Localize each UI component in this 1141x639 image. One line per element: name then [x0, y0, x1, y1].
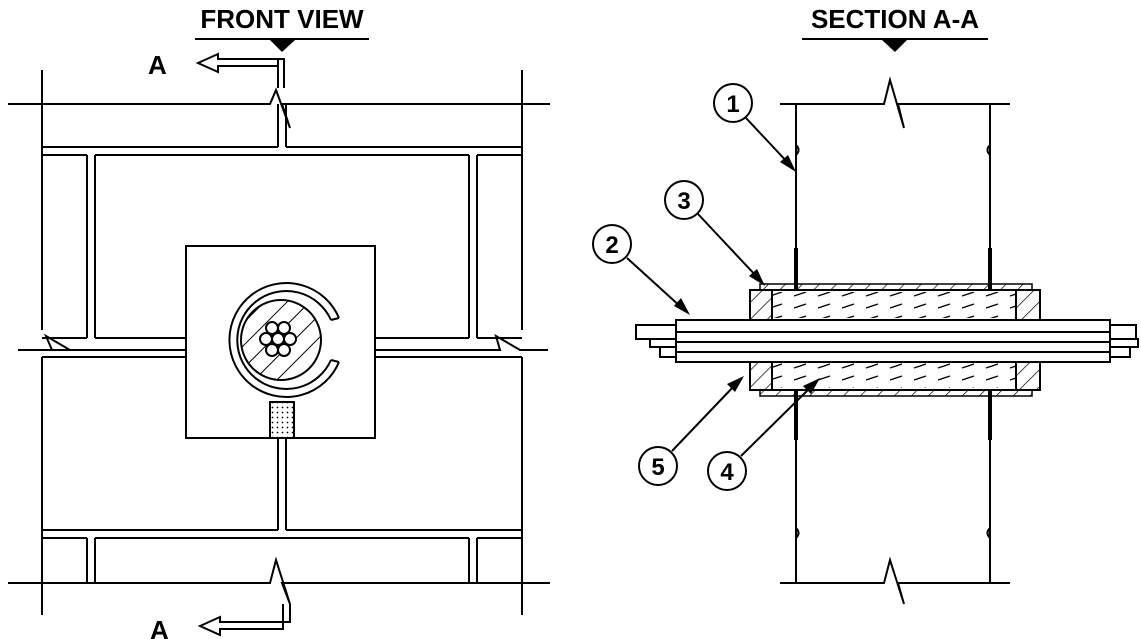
callout-3: 3: [664, 180, 765, 286]
sealant-plug: [269, 401, 295, 439]
callout-2-number: 2: [605, 232, 618, 259]
front-view-title: FRONT VIEW: [200, 4, 364, 34]
masonry-wall: [8, 70, 550, 615]
section-mark-top-label: A: [148, 50, 167, 80]
callout-4-number: 4: [720, 459, 734, 486]
callout-2: 2: [592, 224, 690, 315]
section-view-title-marker: [882, 40, 907, 52]
callout-5-number: 5: [651, 454, 664, 481]
front-view-title-marker: [270, 40, 295, 52]
section-view: SECTION A-A: [592, 4, 1139, 605]
callout-1: 1: [713, 83, 796, 172]
cable-section: [635, 319, 1139, 363]
section-view-title: SECTION A-A: [811, 4, 979, 34]
mounting-plates: [759, 248, 1033, 440]
callout-4: 4: [707, 378, 820, 491]
cable-conductors: [259, 321, 297, 357]
front-view: FRONT VIEW A A: [8, 4, 550, 639]
callout-3-number: 3: [677, 188, 690, 215]
section-cut-arrow-top: [195, 52, 285, 88]
cable-penetrant: [228, 282, 340, 398]
sleeve-assembly: [749, 289, 1041, 391]
callout-1-number: 1: [726, 91, 739, 118]
callout-5: 5: [638, 376, 744, 486]
section-mark-bottom-label: A: [150, 615, 169, 639]
section-cut-arrow-bottom: [197, 604, 291, 637]
